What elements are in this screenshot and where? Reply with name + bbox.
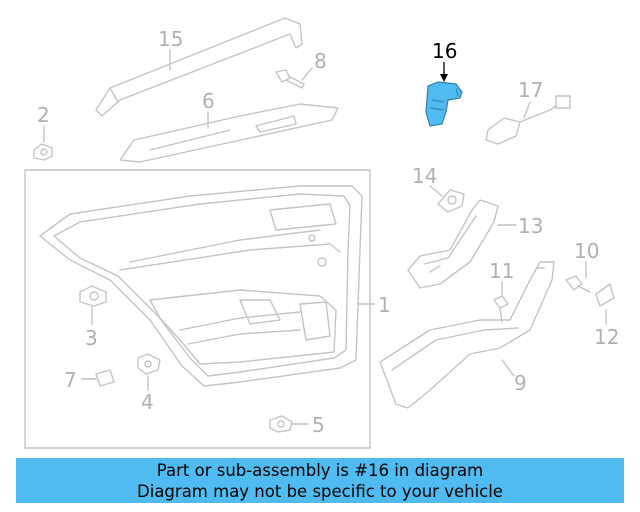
callout-1: 1 xyxy=(378,293,391,317)
callout-11: 11 xyxy=(489,259,514,283)
leader-8 xyxy=(301,67,313,81)
callout-9: 9 xyxy=(514,371,527,395)
part-7-clip xyxy=(95,369,115,387)
callout-3: 3 xyxy=(85,326,98,350)
callout-12: 12 xyxy=(594,325,619,349)
part-1-door-trim-panel xyxy=(39,185,363,387)
part-15-trim-strip xyxy=(95,17,303,117)
part-6-bracket xyxy=(119,103,339,163)
part-10-screw xyxy=(565,275,591,293)
notice-line-2: Diagram may not be specific to your vehi… xyxy=(137,482,503,501)
part-13-bracket xyxy=(407,199,499,289)
part-3-clip xyxy=(79,285,107,307)
part-11-screw xyxy=(493,295,509,323)
notice-banner: Part or sub-assembly is #16 in diagram D… xyxy=(16,458,624,503)
part-9-pull-handle xyxy=(379,261,555,409)
callout-15: 15 xyxy=(158,27,183,51)
callout-14: 14 xyxy=(412,164,437,188)
part-2-clip xyxy=(33,143,53,161)
part-17-switch xyxy=(485,95,571,145)
callout-4: 4 xyxy=(141,390,154,414)
callout-17: 17 xyxy=(518,78,543,102)
callout-6: 6 xyxy=(202,89,215,113)
part-5-screw xyxy=(269,415,293,433)
leader-14 xyxy=(429,185,443,197)
notice-line-1: Part or sub-assembly is #16 in diagram xyxy=(156,461,484,480)
part-14-grommet xyxy=(437,189,465,213)
callout-10: 10 xyxy=(574,239,599,263)
part-12-clip xyxy=(595,283,615,307)
leader-17 xyxy=(523,101,531,119)
callout-8: 8 xyxy=(314,49,327,73)
callout-16: 16 xyxy=(432,39,457,63)
part-4-clip xyxy=(137,353,161,375)
leader-9 xyxy=(501,359,515,377)
callout-13: 13 xyxy=(518,214,543,238)
callout-7: 7 xyxy=(64,368,77,392)
callout-2: 2 xyxy=(37,103,50,127)
part-8-bolt xyxy=(275,69,305,89)
callout-5: 5 xyxy=(312,413,325,437)
part-16-highlighted[interactable] xyxy=(425,81,463,127)
leader-16-arrowhead xyxy=(440,74,448,82)
part-1-frame xyxy=(24,169,371,449)
